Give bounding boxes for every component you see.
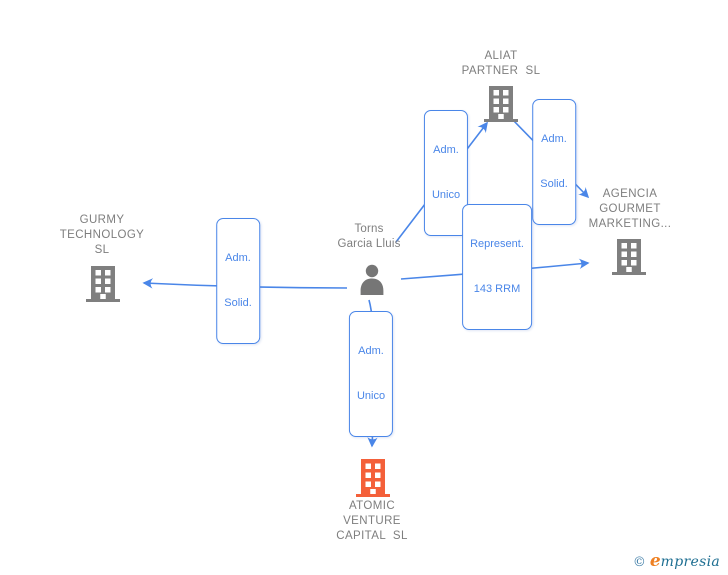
edge-label-adm-solid-gurmy[interactable]: Adm. Solid. bbox=[216, 218, 260, 344]
node-torns-garcia[interactable] bbox=[358, 264, 386, 300]
edge-label-adm-unico-aliat[interactable]: Adm. Unico bbox=[423, 110, 469, 236]
node-label-gurmy-technology: GURMY TECHNOLOGY SL bbox=[59, 214, 145, 256]
empresia-watermark: ©empresia bbox=[633, 551, 720, 571]
copyright-icon: © bbox=[632, 555, 646, 570]
person-icon bbox=[358, 264, 386, 299]
building-icon-highlighted bbox=[356, 459, 390, 501]
building-icon bbox=[484, 86, 518, 126]
node-label-agencia-gourmet: AGENCIA GOURMET MARKETING... bbox=[588, 188, 672, 230]
node-label-atomic-venture: ATOMIC VENTURE CAPITAL SL bbox=[336, 500, 408, 542]
node-label-torns-garcia: Torns Garcia Lluis bbox=[337, 223, 401, 250]
node-label-aliat-partner: ALIAT PARTNER SL bbox=[461, 50, 541, 77]
building-icon bbox=[86, 266, 120, 306]
building-icon bbox=[612, 239, 646, 279]
empresia-logo-text: mpresia bbox=[660, 554, 720, 570]
node-aliat-partner[interactable] bbox=[484, 86, 518, 127]
empresia-logo-e: e bbox=[649, 551, 661, 571]
edge-label-adm-unico-atomic[interactable]: Adm. Unico bbox=[348, 311, 394, 437]
node-gurmy-technology[interactable] bbox=[86, 266, 120, 307]
node-agencia-gourmet[interactable] bbox=[612, 239, 646, 280]
edge-label-represent-143-rrm[interactable]: Represent. 143 RRM bbox=[462, 204, 532, 330]
node-atomic-venture[interactable] bbox=[356, 459, 390, 502]
edge-label-adm-solid-agencia[interactable]: Adm. Solid. bbox=[532, 99, 576, 225]
